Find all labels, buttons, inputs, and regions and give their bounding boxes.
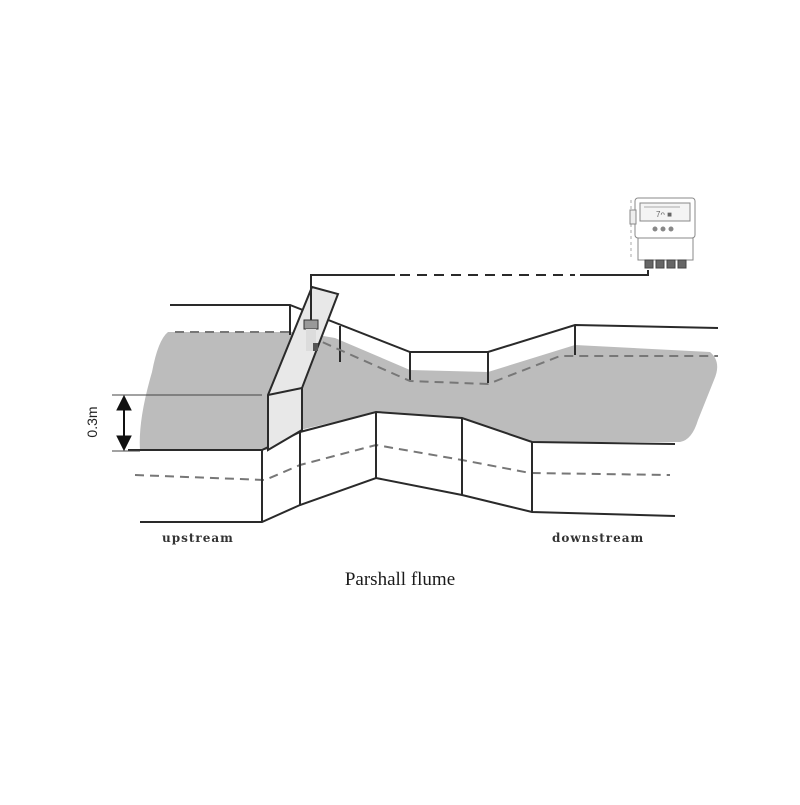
flume-bottom-walls bbox=[128, 410, 676, 523]
sensor-mount-bracket bbox=[267, 285, 340, 452]
upstream-label: upstream bbox=[162, 531, 234, 545]
figure-caption: Parshall flume bbox=[344, 569, 456, 590]
downstream-label: downstream bbox=[552, 531, 645, 545]
ultrasonic-sensor-icon bbox=[303, 319, 319, 351]
svg-text:7ᴖ ■: 7ᴖ ■ bbox=[656, 210, 672, 219]
dimension-arrow-icon bbox=[116, 394, 132, 452]
signal-cable bbox=[310, 270, 649, 320]
dimension-label: 0.3m bbox=[84, 406, 100, 438]
flowmeter-controller-icon: 7ᴖ ■ bbox=[629, 197, 696, 269]
water-surface bbox=[139, 332, 718, 450]
flume-top-walls bbox=[170, 304, 719, 383]
